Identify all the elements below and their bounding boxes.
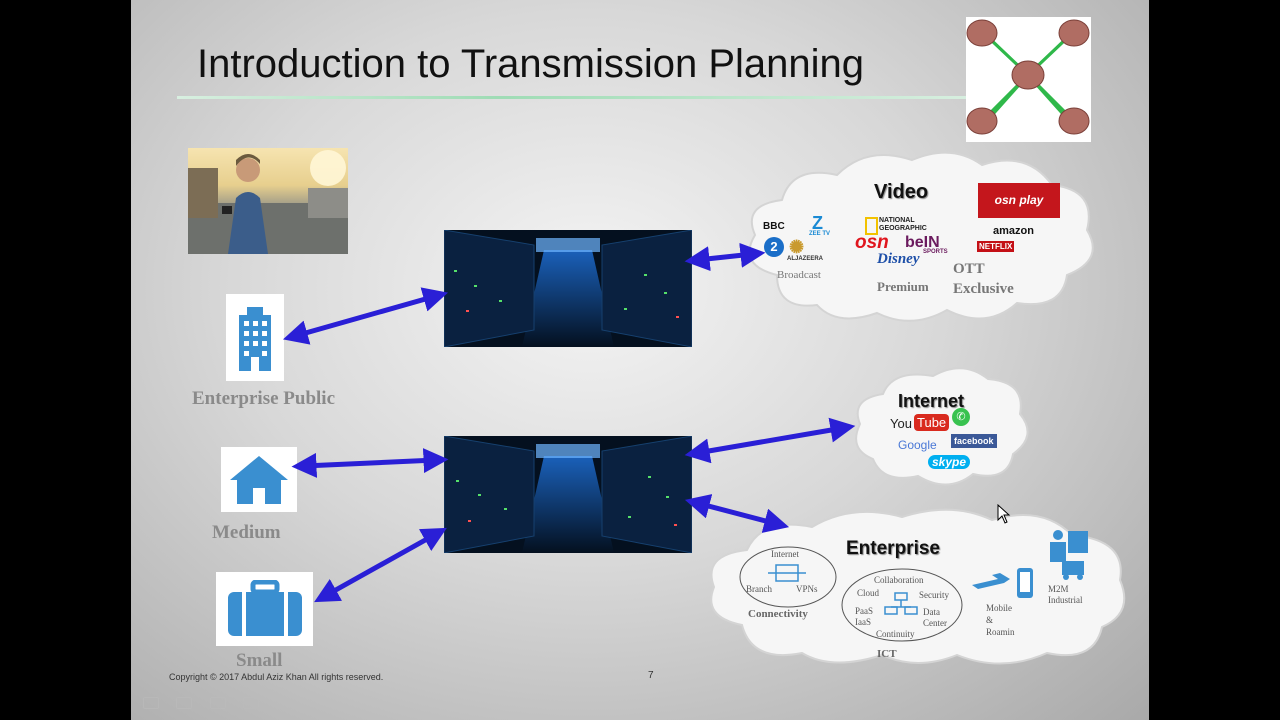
- slide-title: Introduction to Transmission Planning: [197, 42, 865, 86]
- industrial-label: Industrial: [1048, 595, 1083, 605]
- home-icon: [221, 447, 297, 512]
- bein-logo: beIN: [905, 234, 940, 251]
- aljazeera-emblem-icon: ✺: [789, 237, 805, 257]
- osnplay-label: osn play: [994, 193, 1044, 207]
- slide: Introduction to Transmission Planning: [131, 0, 1149, 720]
- title-underline: [177, 96, 977, 99]
- amazon-logo: amazon: [993, 225, 1034, 237]
- disney-logo: Disney: [877, 251, 920, 267]
- netflix-logo: NETFLIX: [977, 241, 1015, 252]
- enterprise-title: Enterprise: [846, 538, 940, 559]
- internet-cloud: Internet You Tube ✆ Google facebook skyp…: [848, 364, 1033, 492]
- data-center-image-bottom: [444, 436, 692, 553]
- internet-title: Internet: [898, 391, 965, 411]
- zee-logo: Z: [812, 213, 823, 233]
- aljazeera-label: ALJAZEERA: [787, 256, 824, 262]
- connection-arrows: [282, 242, 856, 603]
- mobile-ampersand-label: &: [986, 615, 994, 625]
- slideshow-toolbar: [143, 696, 272, 714]
- page-number: 7: [648, 670, 654, 681]
- natgeo-label: NATIONAL GEOGRAPHIC: [879, 217, 927, 232]
- zee-label: ZEE TV: [809, 231, 831, 237]
- premium-label: Premium: [877, 279, 929, 294]
- mouse-cursor-icon: [997, 503, 1011, 529]
- arrow-medium-to-dc2: [291, 448, 449, 478]
- exclusive-label: Exclusive: [953, 281, 1014, 297]
- youtube-you-label: You: [890, 416, 912, 431]
- enterprise-building-icon: [226, 294, 284, 381]
- connectivity-branch-label: Branch: [746, 584, 772, 594]
- bein-sports-label: SPORTS: [923, 249, 948, 255]
- google-logo: Google: [898, 438, 937, 452]
- connectivity-vpns-label: VPNs: [796, 584, 818, 594]
- natgeo-frame-icon: [865, 217, 878, 235]
- previous-slide-icon[interactable]: [143, 697, 159, 709]
- video-cloud: Video BBC Z ZEE TV 2 ✺ ALJAZEERA Broadca…: [737, 145, 1097, 330]
- brain-network-logo: [966, 17, 1091, 142]
- ict-iaas-label: IaaS: [855, 617, 871, 627]
- slides-grid-icon[interactable]: [209, 697, 226, 709]
- whatsapp-icon: ✆: [952, 408, 970, 426]
- ict-security-label: Security: [919, 590, 949, 600]
- channel-2-logo: 2: [764, 237, 784, 257]
- osn-logo: osn: [855, 232, 889, 253]
- ict-center-label: Center: [923, 618, 947, 628]
- arrow-enterprise-public-to-dc1: [282, 287, 449, 345]
- skype-logo: skype: [928, 455, 971, 469]
- enterprise-public-label: Enterprise Public: [192, 388, 336, 409]
- ict-cloud-label: Cloud: [857, 588, 880, 598]
- m2m-label: M2M: [1048, 584, 1069, 594]
- ict-label: ICT: [877, 648, 897, 660]
- arrow-dc2-to-enterprise: [684, 494, 790, 533]
- mobile-label: Mobile: [986, 603, 1012, 613]
- arrow-small-to-dc2: [314, 527, 447, 603]
- briefcase-icon: [216, 572, 313, 646]
- ict-continuity-label: Continuity: [876, 629, 915, 639]
- ict-collaboration-label: Collaboration: [874, 575, 924, 585]
- youtube-tube-label: Tube: [914, 414, 950, 431]
- ict-data-label: Data: [923, 607, 940, 617]
- osnplay-logo: osn play: [978, 183, 1060, 218]
- arrow-dc1-to-video: [684, 242, 766, 272]
- person-with-phone-photo: [188, 148, 348, 254]
- connectivity-internet-label: Internet: [771, 549, 799, 559]
- bbc-logo: BBC: [763, 221, 785, 232]
- pen-icon[interactable]: [176, 697, 193, 709]
- small-label: Small: [236, 650, 283, 671]
- arrow-dc2-to-internet: [684, 417, 856, 464]
- data-center-image-top: [444, 230, 692, 347]
- facebook-logo: facebook: [951, 434, 997, 448]
- connectivity-label: Connectivity: [748, 608, 808, 620]
- enterprise-cloud: Enterprise Internet Branch VPNs Connecti…: [702, 505, 1132, 670]
- next-slide-icon[interactable]: [243, 697, 260, 709]
- ott-label: OTT: [953, 261, 985, 277]
- medium-label: Medium: [212, 522, 281, 543]
- copyright-footer: Copyright © 2017 Abdul Aziz Khan All rig…: [169, 672, 384, 682]
- broadcast-label: Broadcast: [777, 269, 821, 281]
- roaming-label: Roamin: [986, 627, 1015, 637]
- video-title: Video: [874, 181, 929, 203]
- ict-paas-label: PaaS: [855, 606, 873, 616]
